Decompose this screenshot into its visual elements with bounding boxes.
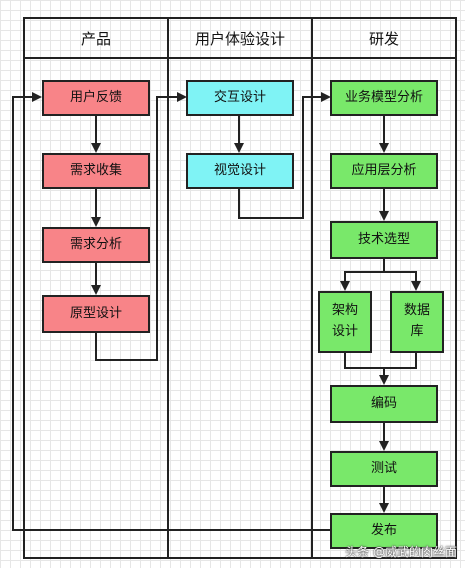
node-business-model-analysis[interactable]: 业务模型分析: [330, 80, 438, 116]
node-architecture-design[interactable]: 架构 设计: [318, 291, 372, 353]
lane-title-ux-design: 用户体验设计: [194, 29, 285, 48]
node-database[interactable]: 数据 库: [390, 291, 444, 353]
node-testing[interactable]: 测试: [330, 451, 438, 487]
node-application-layer-analysis[interactable]: 应用层分析: [330, 153, 438, 189]
watermark: 头条 @威武的肉丝面: [345, 545, 457, 559]
node-tech-selection[interactable]: 技术选型: [330, 221, 438, 259]
node-user-feedback[interactable]: 用户反馈: [42, 80, 150, 116]
lane-title-product: 产品: [80, 29, 111, 48]
arrow-merge-to-coding: [344, 353, 417, 369]
node-prototype-design[interactable]: 原型设计: [42, 295, 150, 333]
node-interaction-design[interactable]: 交互设计: [186, 80, 294, 116]
node-requirement-collection[interactable]: 需求收集: [42, 153, 150, 189]
lane-title-development: 研发: [368, 29, 399, 48]
node-coding[interactable]: 编码: [330, 385, 438, 423]
arrow-tech-to-database: [384, 271, 421, 291]
arrow-tech-split: [340, 259, 385, 291]
node-release[interactable]: 发布: [330, 513, 438, 549]
node-requirement-analysis[interactable]: 需求分析: [42, 227, 150, 263]
node-visual-design[interactable]: 视觉设计: [186, 153, 294, 189]
